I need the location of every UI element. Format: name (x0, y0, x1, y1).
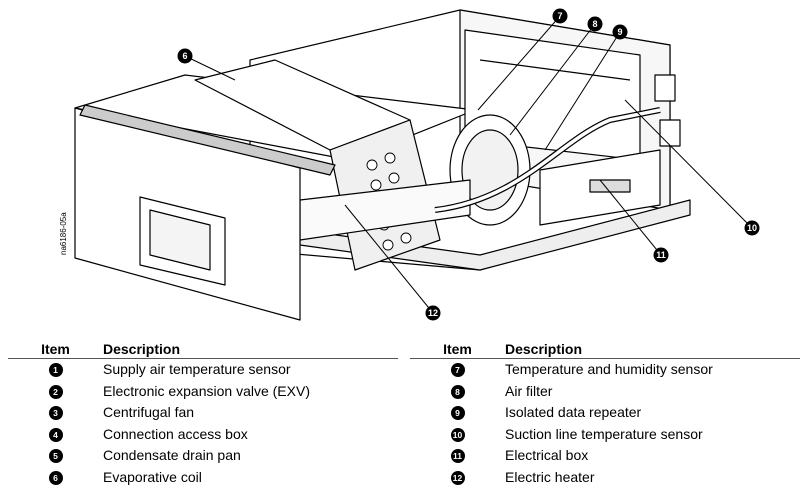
header-description: Description (103, 339, 398, 359)
item-number-badge: 9 (450, 406, 465, 421)
item-description: Supply air temperature sensor (103, 361, 291, 377)
item-number-badge: 5 (48, 449, 63, 464)
callout-6: 6 (182, 51, 187, 61)
item-description: Electric heater (505, 468, 595, 485)
callout-12: 12 (428, 308, 438, 318)
callout-7: 7 (557, 11, 562, 21)
legend-row: 7 Temperature and humidity sensor (410, 359, 800, 381)
legend-row: 1 Supply air temperature sensor (8, 359, 398, 381)
header-description: Description (505, 339, 800, 359)
item-description: Condensate drain pan (103, 447, 241, 463)
item-description: Air filter (505, 382, 553, 399)
legend-table-right: Item Description 7 Temperature and humidi… (410, 339, 800, 488)
unit-exploded-diagram: 6 7 8 9 10 11 12 na6186-05a (59, 8, 760, 321)
legend-table-left: Item Description 1 Supply air temperature… (8, 339, 398, 488)
item-description: Centrifugal fan (103, 404, 195, 420)
callout-11: 11 (656, 250, 666, 260)
item-number-badge: 3 (48, 406, 63, 421)
legend-row: 8 Air filter (410, 381, 800, 403)
display-screen (149, 209, 211, 271)
item-number-badge: 4 (48, 427, 63, 442)
item-number-badge: 8 (450, 384, 465, 399)
item-number-badge: 7 (450, 363, 465, 378)
item-description: Isolated data repeater (505, 404, 642, 420)
item-description: Suction line temperature sensor (505, 425, 703, 442)
legend-row: 3 Centrifugal fan (8, 402, 398, 424)
document-id: na6186-05a (59, 212, 68, 255)
legend-row: 11 Electrical box (410, 445, 800, 467)
legend-row: 2 Electronic expansion valve (EXV) (8, 381, 398, 403)
item-number-badge: 2 (48, 384, 63, 399)
legend-row: 6 Evaporative coil (8, 467, 398, 489)
item-description: Evaporative coil (103, 468, 202, 485)
item-description: Temperature and humidity sensor (505, 361, 713, 377)
legend-row: 5 Condensate drain pan (8, 445, 398, 467)
item-number-badge: 11 (450, 449, 465, 464)
item-description: Electrical box (505, 447, 589, 463)
header-item: Item (8, 339, 103, 359)
callout-10: 10 (747, 223, 757, 233)
item-description: Electronic expansion valve (EXV) (103, 382, 310, 399)
header-item: Item (410, 339, 505, 359)
front-grille (79, 104, 336, 176)
item-number-badge: 10 (450, 427, 465, 442)
item-description: Connection access box (103, 425, 248, 442)
legend-row: 10 Suction line temperature sensor (410, 424, 800, 446)
callout-9: 9 (617, 27, 622, 37)
callout-8: 8 (592, 19, 597, 29)
item-number-badge: 6 (48, 470, 63, 485)
legend-row: 9 Isolated data repeater (410, 402, 800, 424)
item-number-badge: 1 (48, 363, 63, 378)
legend-row: 4 Connection access box (8, 424, 398, 446)
item-number-badge: 12 (450, 470, 465, 485)
legend-row: 12 Electric heater (410, 467, 800, 489)
